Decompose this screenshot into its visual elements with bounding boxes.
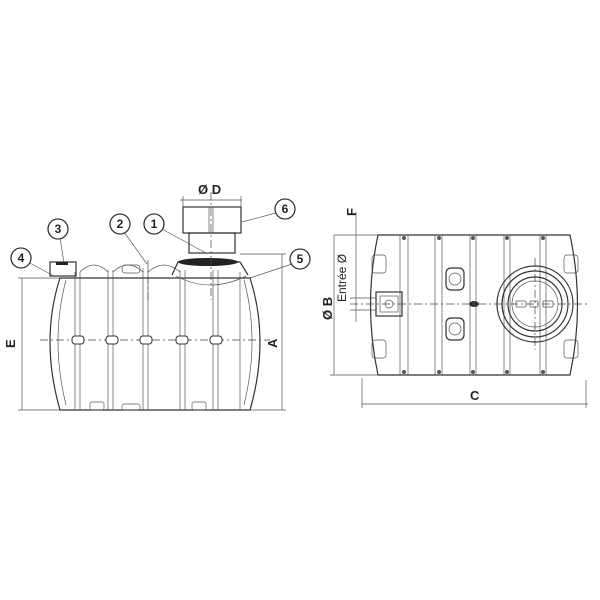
svg-text:3: 3 — [55, 222, 62, 236]
dimension-a: A — [240, 253, 286, 411]
dimension-f: F — [334, 208, 378, 322]
dimension-b: Ø B — [320, 235, 378, 376]
callout-4: 4 — [10, 247, 55, 277]
callout-6: 6 — [241, 198, 296, 223]
callout-3: 3 — [47, 218, 69, 264]
dimension-d: Ø D — [180, 182, 242, 207]
dimension-b-label: Ø B — [320, 297, 335, 320]
svg-text:5: 5 — [297, 252, 304, 266]
dimension-e-label: E — [3, 339, 18, 348]
callout-2: 2 — [109, 213, 148, 265]
callout-1: 1 — [143, 213, 207, 254]
dimension-c: C — [361, 378, 588, 408]
svg-text:6: 6 — [282, 202, 289, 216]
svg-text:4: 4 — [18, 251, 25, 265]
dimension-e: E — [3, 277, 60, 411]
svg-text:2: 2 — [117, 217, 124, 231]
dimension-c-label: C — [470, 388, 480, 403]
inlet-diameter-label: Entrée Ø — [335, 254, 349, 302]
top-view-tank — [350, 234, 590, 376]
dimension-a-label: A — [265, 338, 280, 348]
callout-5: 5 — [249, 248, 311, 279]
dimension-inlet: Entrée Ø — [335, 254, 376, 311]
dimension-d-label: Ø D — [198, 182, 221, 197]
side-view-tank — [40, 192, 270, 411]
svg-text:1: 1 — [151, 217, 158, 231]
dimension-f-label: F — [344, 208, 359, 216]
